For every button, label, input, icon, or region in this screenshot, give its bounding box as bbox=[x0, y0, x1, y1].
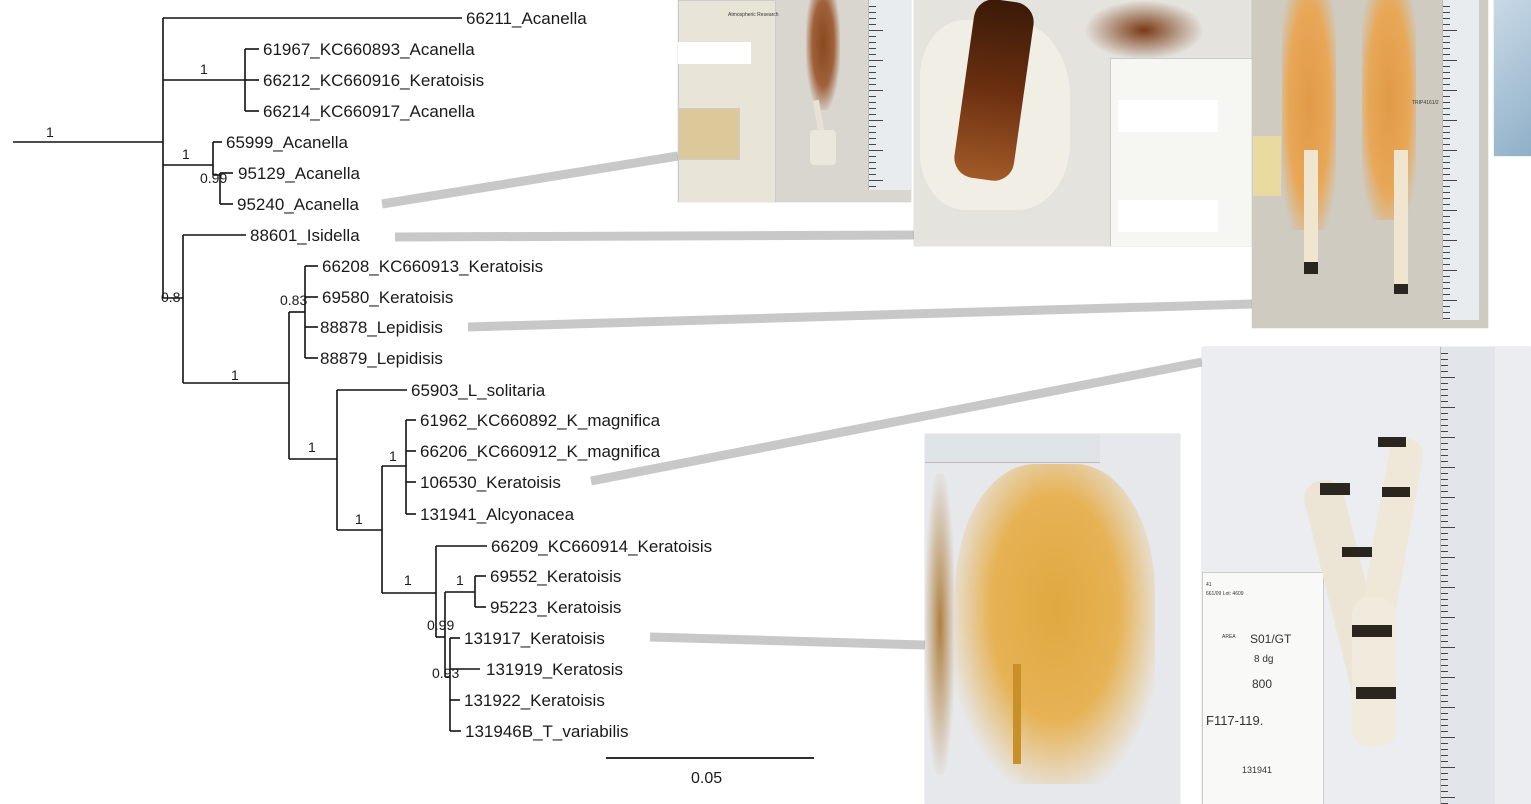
specimen-photo-isidella bbox=[914, 0, 1252, 246]
photo-label-text: F117-119. bbox=[1206, 713, 1263, 728]
tip-label: 88879_Lepidisis bbox=[320, 349, 443, 368]
support-value: 1 bbox=[355, 511, 363, 527]
tip-label: 66209_KC660914_Keratoisis bbox=[491, 537, 712, 556]
tip-label: 66208_KC660913_Keratoisis bbox=[322, 257, 543, 276]
support-value: 1 bbox=[456, 572, 464, 588]
tip-label: 131941_Alcyonacea bbox=[420, 505, 575, 524]
tip-label: 131922_Keratoisis bbox=[464, 691, 605, 710]
tip-label: 131919_Keratosis bbox=[486, 660, 623, 679]
tip-label: 65903_L_solitaria bbox=[411, 381, 546, 400]
tip-label: 66212_KC660916_Keratoisis bbox=[263, 71, 484, 90]
support-value: 1 bbox=[389, 448, 397, 464]
tip-label: 65999_Acanella bbox=[226, 133, 348, 152]
support-value: 1 bbox=[200, 61, 208, 77]
connector-131917 bbox=[650, 637, 925, 645]
tip-label: 66206_KC660912_K_magnifica bbox=[420, 442, 661, 461]
photo-label-text: 800 bbox=[1252, 677, 1272, 691]
photo-label-text: AREA bbox=[1222, 634, 1236, 640]
photo-label-text: 661/09 Lot: 4609 bbox=[1206, 591, 1286, 597]
support-value: 1 bbox=[308, 439, 316, 455]
photo-label-text: 41 bbox=[1206, 582, 1212, 588]
specimen-photo-keratoisis-106530: 41 661/09 Lot: 4609 AREA S01/GT 8 dg 800… bbox=[1202, 347, 1531, 804]
support-value: 1 bbox=[182, 146, 190, 162]
scale-bar: 0.05 bbox=[606, 758, 814, 787]
connector-88878 bbox=[468, 304, 1252, 327]
scale-bar-label: 0.05 bbox=[691, 770, 722, 787]
support-value: 1 bbox=[46, 124, 54, 140]
tip-label: 106530_Keratoisis bbox=[420, 473, 561, 492]
tree-branches bbox=[13, 18, 487, 731]
photo-label-text: S01/GT bbox=[1250, 632, 1291, 646]
tip-label: 131917_Keratoisis bbox=[464, 629, 605, 648]
specimen-photo-lepidisis: TRIP4161/2 bbox=[1252, 0, 1488, 328]
tip-label: 66211_Acanella bbox=[466, 9, 587, 28]
tip-labels: 66211_Acanella 61967_KC660893_Acanella 6… bbox=[226, 9, 712, 741]
support-value: 0.83 bbox=[280, 292, 307, 308]
tip-label: 61967_KC660893_Acanella bbox=[263, 40, 475, 59]
photo-label-text: Atmospheric Research bbox=[728, 12, 788, 18]
support-value: 0.99 bbox=[200, 170, 227, 186]
tip-label: 61962_KC660892_K_magnifica bbox=[420, 411, 661, 430]
tip-label: 95223_Keratoisis bbox=[490, 598, 621, 617]
tip-label: 95240_Acanella bbox=[237, 195, 359, 214]
photo-label-text: 131941 bbox=[1242, 765, 1272, 776]
tip-label: 69552_Keratoisis bbox=[490, 567, 621, 586]
tip-label: 88878_Lepidisis bbox=[320, 318, 443, 337]
support-value: 0.99 bbox=[427, 617, 454, 633]
tip-label: 66214_KC660917_Acanella bbox=[263, 102, 475, 121]
specimen-photo-acanella: Atmospheric Research bbox=[678, 0, 911, 202]
support-value: 1 bbox=[404, 572, 412, 588]
tip-label: 131946B_T_variabilis bbox=[465, 722, 629, 741]
tip-label: 88601_Isidella bbox=[250, 226, 360, 245]
support-value: 0.8 bbox=[161, 289, 181, 305]
connector-95240 bbox=[382, 156, 678, 204]
photo-label-text: 8 dg bbox=[1254, 654, 1273, 666]
specimen-photo-edge bbox=[1494, 0, 1531, 156]
specimen-photo-keratoisis-131917 bbox=[925, 434, 1180, 804]
support-values: 1 1 1 0.99 0.8 0.83 1 1 1 1 1 1 0.99 0.9… bbox=[46, 61, 464, 681]
support-value: 1 bbox=[231, 367, 239, 383]
tip-label: 95129_Acanella bbox=[238, 164, 360, 183]
connector-88601 bbox=[395, 235, 914, 237]
tip-label: 69580_Keratoisis bbox=[322, 288, 453, 307]
support-value: 0.93 bbox=[432, 665, 459, 681]
